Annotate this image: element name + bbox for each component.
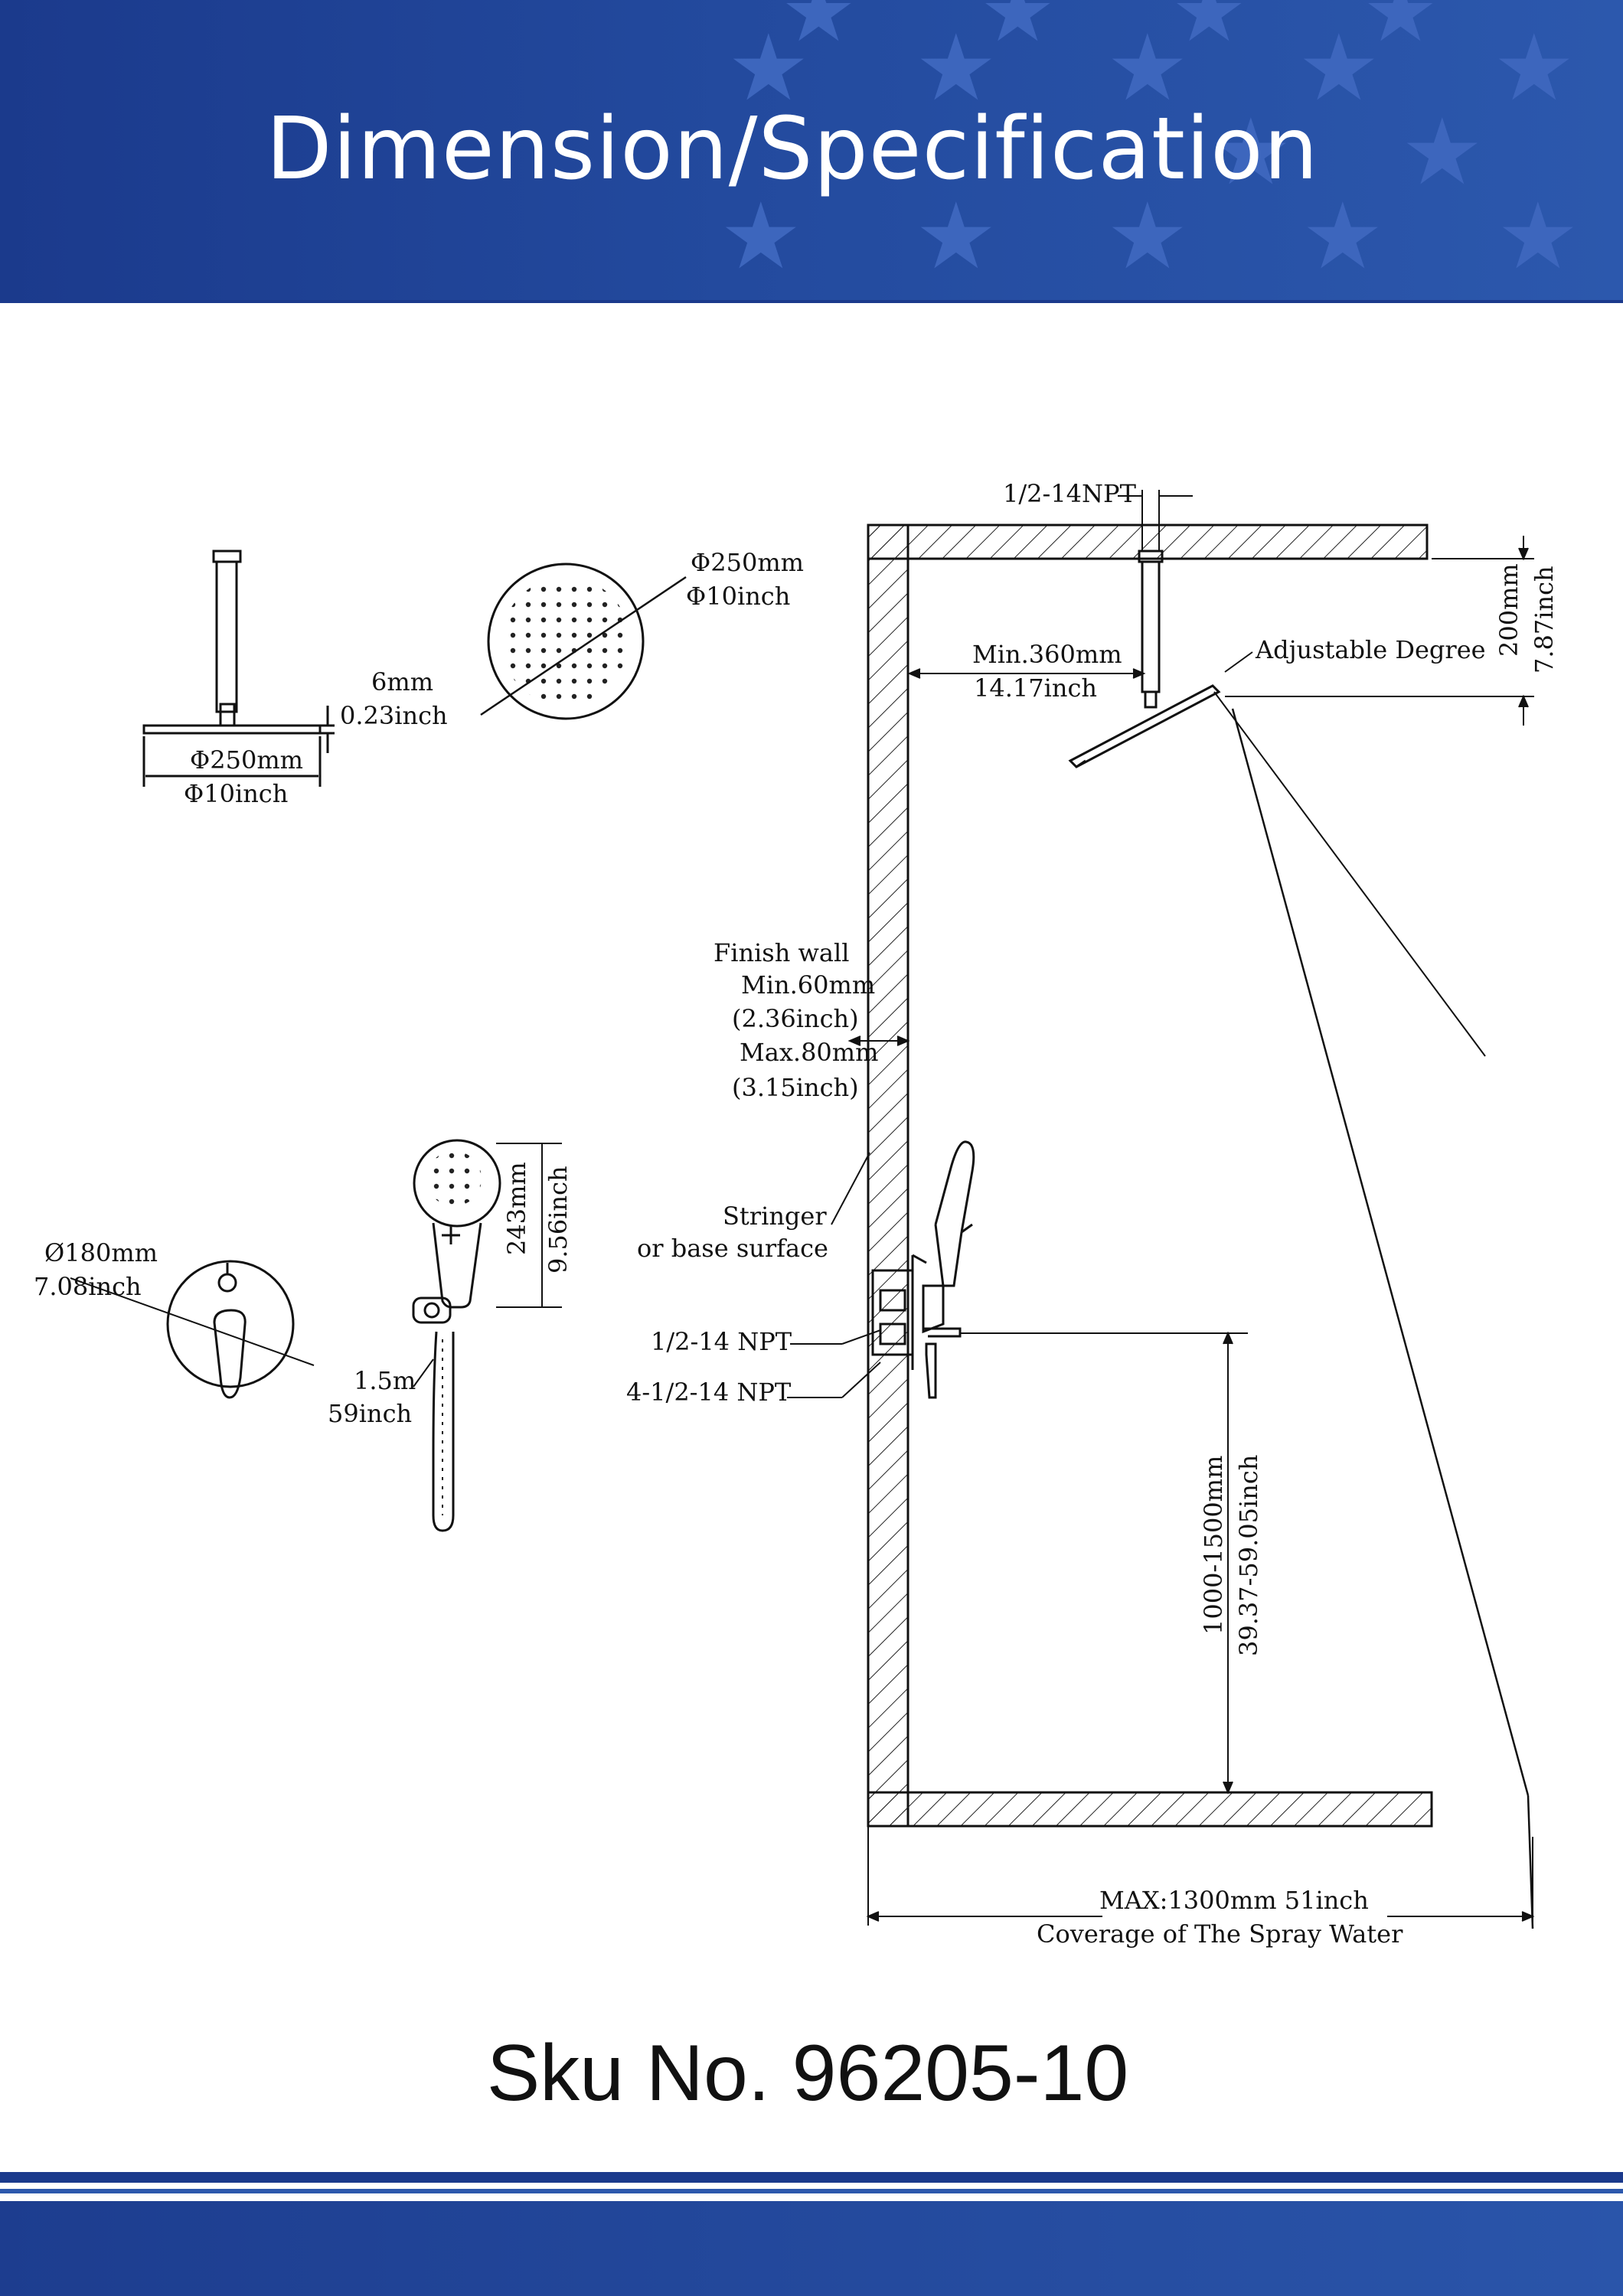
coverage-dimension (866, 1826, 1535, 1926)
footer-band (0, 2201, 1623, 2296)
top-dia-in-label: Φ10inch (686, 582, 790, 611)
hose-in-label: 59inch (328, 1399, 412, 1428)
valve-npt-2-label: 4-1/2-14 NPT (626, 1378, 792, 1407)
installed-valve (871, 1140, 975, 1399)
hose-m-label: 1.5m (354, 1366, 416, 1395)
adjustable-degree-label: Adjustable Degree (1255, 635, 1486, 664)
head-dia-in-label: Φ10inch (184, 779, 288, 808)
star-icon: ★ (1171, 0, 1247, 60)
top-dia-mm-label: Φ250mm (691, 548, 804, 577)
installed-arm (1068, 550, 1534, 1929)
finish-max-in-label: (3.15inch) (732, 1073, 859, 1102)
wall-section (867, 523, 909, 1828)
height-dimension (960, 1331, 1248, 1795)
height-mm-label: 1000-1500mm (1199, 1456, 1228, 1635)
footer-stripe (0, 2172, 1623, 2183)
arm-length-dimension (1225, 536, 1534, 726)
arm-connector (219, 703, 236, 727)
ceiling-section (867, 523, 1429, 560)
coverage-text-label: Coverage of The Spray Water (1037, 1919, 1403, 1949)
installation-section (867, 523, 1433, 1828)
rain-head-profile (142, 724, 322, 735)
star-icon: ★ (1363, 0, 1438, 60)
finish-max-mm-label: Max.80mm (740, 1038, 878, 1067)
header-divider (0, 300, 1623, 303)
hand-height-in-label: 9.56inch (544, 1166, 573, 1274)
star-icon: ★ (1298, 15, 1380, 122)
floor-section (867, 1791, 1433, 1828)
stringer-label: Stringer (723, 1202, 827, 1231)
shower-arm (215, 560, 238, 713)
coverage-mm-label: MAX:1300mm 51inch (1099, 1886, 1369, 1915)
valve-trim-plate (70, 1260, 315, 1399)
finish-min-in-label: (2.36inch) (732, 1004, 859, 1033)
dimension-drawing: 6mm 0.23inch Φ250mm Φ10inch Φ250mm Φ10in… (0, 303, 1623, 2017)
finish-wall-dimension (831, 1035, 910, 1225)
hand-height-mm-label: 243mm (502, 1162, 531, 1255)
footer-banner (0, 2166, 1623, 2296)
star-icon: ★ (915, 184, 998, 290)
finish-wall-label: Finish wall (714, 938, 849, 967)
star-icon: ★ (1106, 15, 1189, 122)
head-dia-mm-label: Φ250mm (190, 745, 303, 775)
hand-shower (412, 1139, 562, 1532)
valve-dia-mm-label: Ø180mm (44, 1238, 158, 1267)
star-icon: ★ (1210, 99, 1292, 206)
star-icon: ★ (980, 0, 1056, 60)
ceiling-flange (212, 550, 242, 563)
rain-head-top-view (480, 563, 687, 720)
height-in-label: 39.37-59.05inch (1234, 1455, 1263, 1656)
base-surface-label: or base surface (637, 1234, 828, 1263)
star-icon: ★ (915, 15, 998, 122)
npt-top-label: 1/2-14NPT (1003, 479, 1137, 508)
header-banner: ★ ★ ★ ★ ★ ★ ★ ★ ★ ★ ★ ★ ★ ★ ★ ★ Dimensio… (0, 0, 1623, 300)
thickness-in-label: 0.23inch (340, 701, 448, 730)
thickness-mm-label: 6mm (371, 667, 433, 696)
star-icon: ★ (1497, 184, 1579, 290)
finish-min-mm-label: Min.60mm (741, 970, 875, 1000)
star-icon: ★ (1301, 184, 1384, 290)
arm-length-mm-label: 200mm (1494, 563, 1523, 657)
min-distance-in-label: 14.17inch (974, 673, 1097, 703)
valve-npt-leaders (787, 1329, 881, 1398)
arm-length-in-label: 7.87inch (1530, 566, 1559, 673)
star-icon: ★ (720, 184, 802, 290)
star-icon: ★ (727, 15, 810, 122)
star-icon: ★ (781, 0, 857, 60)
page-title: Dimension/Specification (266, 99, 1319, 199)
valve-dia-in-label: 7.08inch (34, 1272, 142, 1301)
star-icon: ★ (1106, 184, 1189, 290)
valve-npt-1-label: 1/2-14 NPT (651, 1327, 792, 1356)
min-distance-mm-label: Min.360mm (972, 640, 1122, 669)
drawing-canvas: 6mm 0.23inch Φ250mm Φ10inch Φ250mm Φ10in… (34, 479, 1559, 1949)
star-icon: ★ (1493, 15, 1576, 122)
footer-stripe (0, 2189, 1623, 2193)
sku-number: Sku No. 96205-10 (486, 2029, 1129, 2118)
ceiling-arm-side-view (142, 550, 335, 787)
min-distance-dimension (907, 651, 1253, 679)
npt-top-dimension (1118, 490, 1193, 551)
star-icon: ★ (1401, 99, 1484, 206)
